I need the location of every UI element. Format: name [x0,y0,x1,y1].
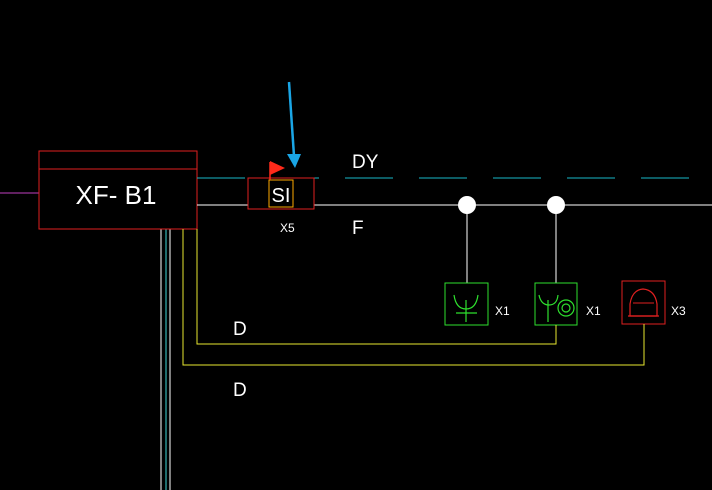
input-module[interactable]: SI [247,177,315,210]
device-count-label: X3 [671,304,686,318]
device-count-label: X1 [586,304,601,318]
power-line-upper [196,229,557,345]
device-count-label: X1 [495,304,510,318]
alarm-bell-icon[interactable] [621,280,666,325]
flag-icon [269,161,285,180]
smoke-detector-icon[interactable] [444,282,489,326]
signal-bus-label: DY [352,152,379,173]
power-line-lower-label: D [233,380,247,401]
power-line-lower [182,229,645,366]
module-symbol: SI [272,185,291,207]
heat-smoke-detector-icon[interactable] [534,282,578,326]
panel-label: XF- B1 [76,180,157,210]
power-line-upper-label: D [233,319,247,340]
module-count-label: X5 [280,221,295,235]
annotation-arrow-icon [287,81,301,168]
fire-bus-label: F [352,218,364,239]
control-panel[interactable]: XF- B1 [38,150,198,230]
